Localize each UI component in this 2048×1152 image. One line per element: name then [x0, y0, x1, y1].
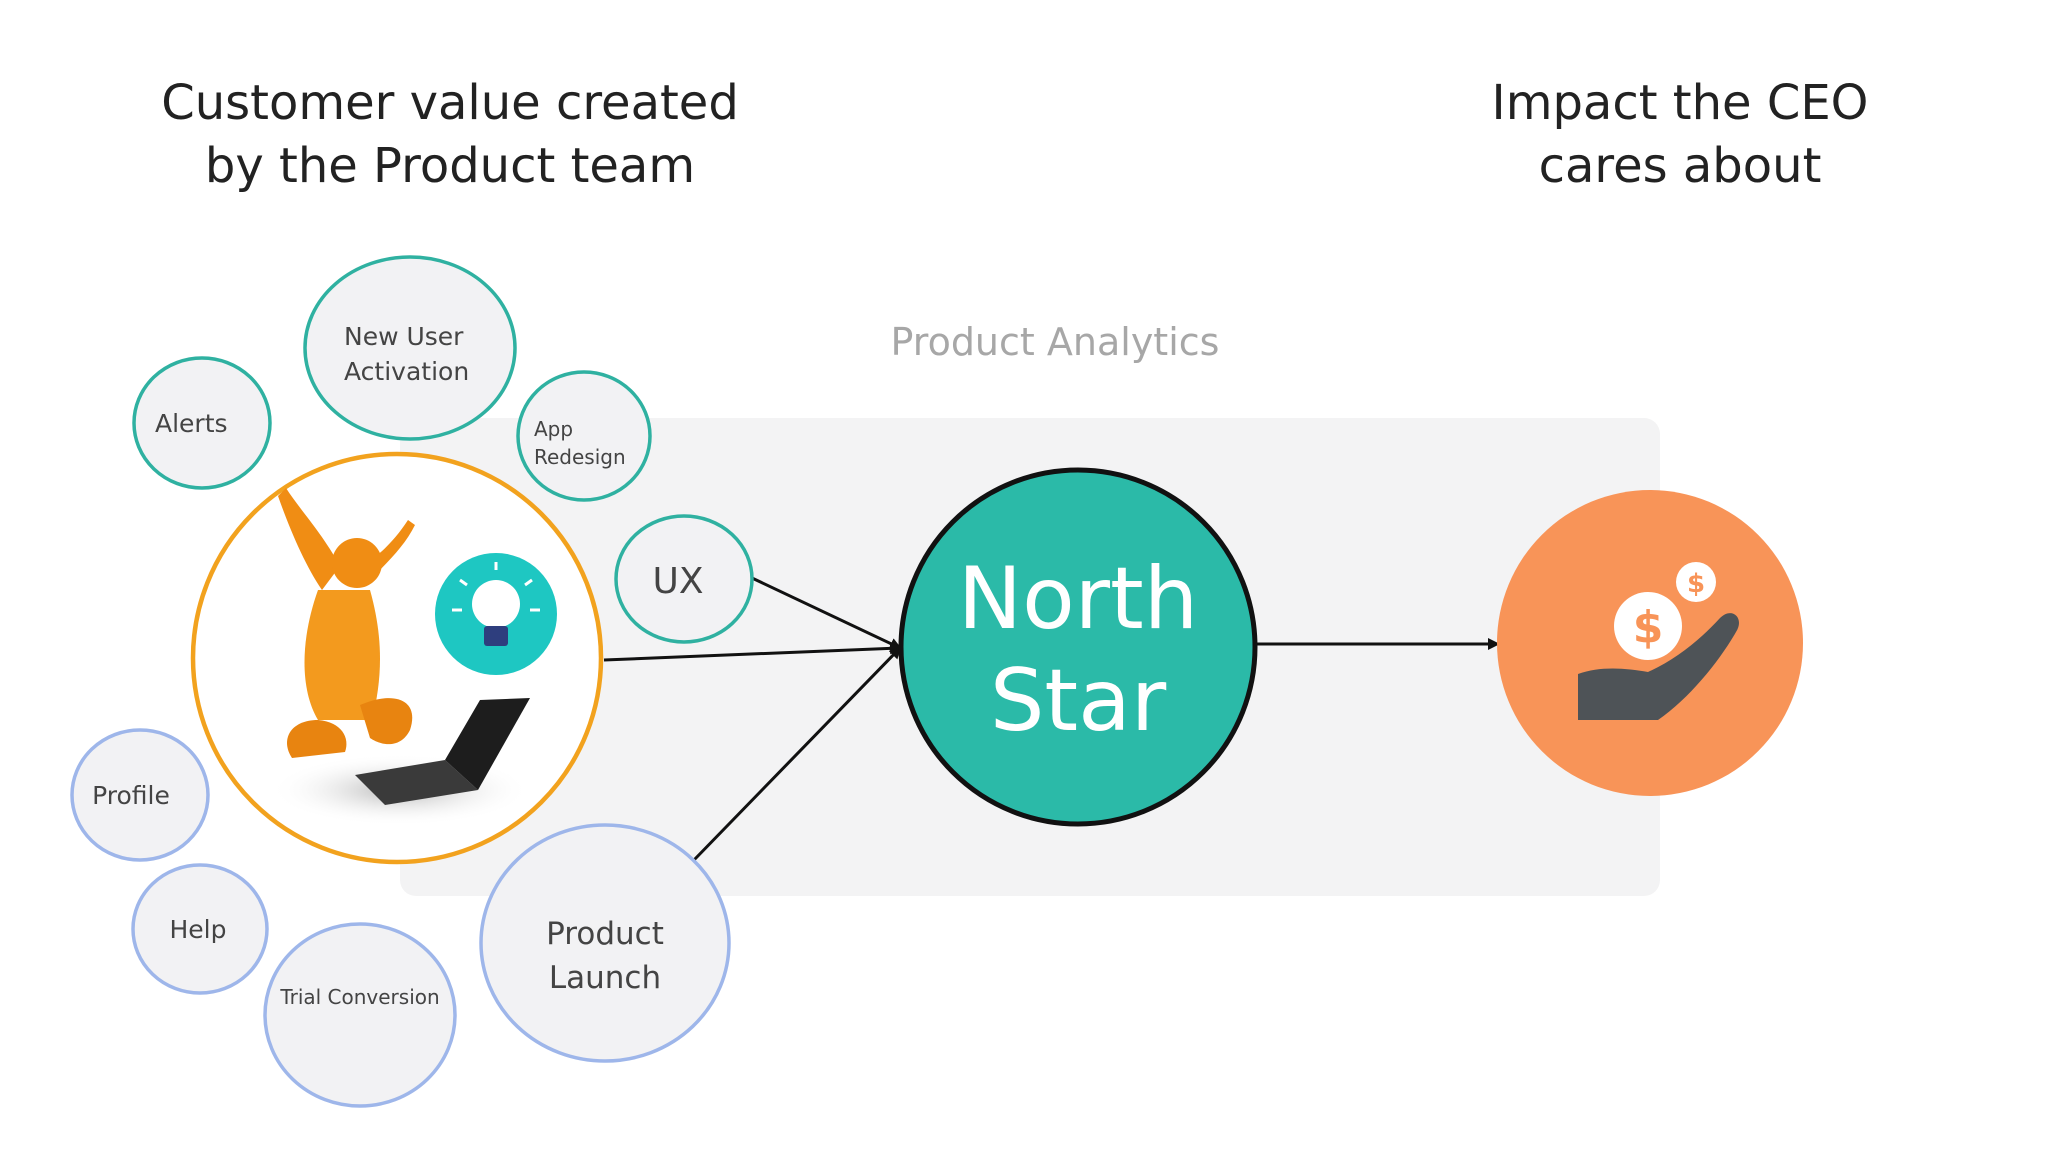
laptop-base — [355, 760, 478, 805]
bubble-new-user-activation-line1: New User — [344, 322, 464, 351]
bubble-product-launch-circle — [479, 823, 731, 1063]
customer-value-heading: Customer value created by the Product te… — [120, 72, 780, 198]
bubble-product-launch-line1: Product — [546, 916, 664, 952]
bubble-ux: UX — [614, 514, 754, 644]
bubble-trial-conversion: Trial Conversion — [263, 922, 457, 1108]
arrow-launch-to-north-star — [692, 646, 902, 862]
arrow-ux-to-north-star — [751, 576, 902, 650]
lightbulb-base — [484, 626, 508, 646]
bubble-profile-circle — [70, 728, 210, 862]
lightbulb-ray-3 — [524, 578, 533, 587]
coin-large — [1614, 592, 1682, 660]
person-head — [332, 538, 382, 588]
coin-small — [1676, 562, 1716, 602]
bubble-new-user-activation-line2: Activation — [344, 357, 469, 386]
coin-large-symbol: $ — [1633, 602, 1664, 653]
bubble-product-launch-line2: Launch — [549, 960, 661, 996]
lightbulb-icon — [435, 553, 557, 675]
customer-circle — [190, 451, 604, 865]
person-right-leg — [360, 698, 413, 745]
arrow-customer-to-north-star — [603, 642, 902, 662]
bubble-trial-conversion-label: Trial Conversion — [279, 985, 439, 1009]
bubble-ux-label: UX — [652, 561, 703, 602]
bubble-alerts-label: Alerts — [155, 409, 228, 438]
bubble-profile-label: Profile — [92, 781, 170, 810]
bubble-app-redesign-circle — [516, 370, 652, 502]
coin-small-symbol: $ — [1687, 569, 1705, 599]
bubble-app-redesign-line2: Redesign — [534, 445, 626, 469]
bubble-product-launch: Product Launch — [479, 823, 731, 1063]
customer-value-heading-line1: Customer value created — [161, 75, 739, 131]
lightbulb-ray-2 — [459, 578, 468, 587]
laptop-screen — [445, 698, 530, 790]
ceo-impact-circle: $ $ — [1497, 490, 1803, 796]
person-body — [304, 590, 380, 720]
bubble-help: Help — [131, 863, 269, 995]
ceo-impact-heading-line1: Impact the CEO — [1491, 75, 1869, 131]
hand-with-dollar-coins-icon: $ $ — [1578, 562, 1739, 720]
ceo-impact-heading: Impact the CEO cares about — [1430, 72, 1930, 198]
lightbulb-glass — [472, 580, 520, 628]
bubble-trial-conversion-circle — [263, 922, 457, 1108]
celebrating-person-with-laptop-icon — [270, 488, 530, 826]
north-star-line2: Star — [990, 651, 1167, 751]
bubble-new-user-activation-circle — [303, 255, 517, 441]
bubble-new-user-activation: New User Activation — [303, 255, 517, 441]
bubble-profile: Profile — [70, 728, 210, 862]
north-star-line1: North — [958, 549, 1199, 649]
person-left-arm — [278, 488, 340, 590]
person-left-leg — [287, 720, 347, 758]
ceo-impact-heading-line2: cares about — [1538, 138, 1822, 194]
north-star: North Star — [898, 467, 1258, 827]
bubble-help-label: Help — [170, 915, 227, 944]
customer-value-heading-line2: by the Product team — [204, 138, 696, 194]
bubble-app-redesign-line1: App — [534, 417, 573, 441]
bubble-ux-circle — [614, 514, 754, 644]
bubble-help-circle — [131, 863, 269, 995]
north-star-circle — [898, 467, 1258, 827]
arrows — [603, 576, 1500, 862]
bubble-alerts: Alerts — [132, 356, 272, 490]
bubble-app-redesign: App Redesign — [516, 370, 652, 502]
product-analytics-label: Product Analytics — [891, 320, 1220, 364]
bubble-alerts-circle — [132, 356, 272, 490]
hand-shape — [1578, 613, 1739, 720]
